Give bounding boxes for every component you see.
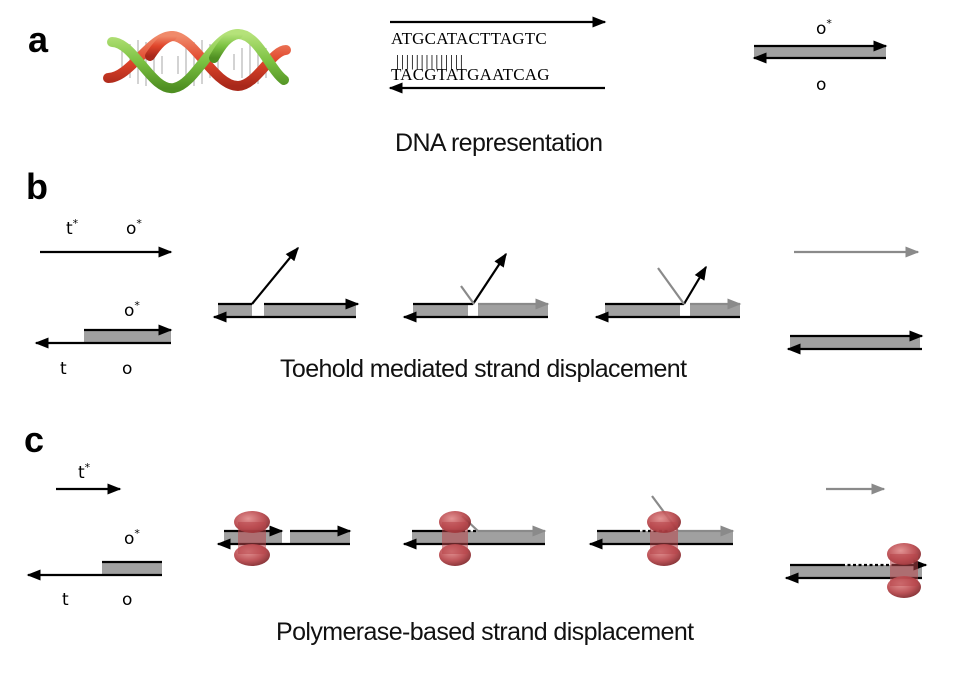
panel-a-letter: a [28, 19, 49, 60]
caption-polymerase-based: Polymerase-based strand displacement [276, 618, 694, 646]
toehold-binding-step [212, 246, 360, 323]
branch-migration-step-2 [594, 265, 742, 323]
branch-migration-step-1 [402, 252, 550, 323]
polymerase-icon [887, 543, 921, 598]
label-t-star: t* [78, 461, 91, 483]
label-o-star-2: o* [124, 299, 140, 321]
polymerase-extension-step-2 [588, 495, 735, 566]
substrate-duplex [34, 324, 173, 349]
dna-helix-icon [103, 28, 291, 94]
caption-toehold-mediated: Toehold mediated strand displacement [280, 355, 687, 383]
label-o-bottom: o [122, 590, 132, 610]
label-o-star: o* [124, 527, 140, 549]
sequence-bottom: TACGTATGAATCAG [391, 65, 550, 84]
template-duplex [26, 560, 162, 581]
polymerase-icon [439, 511, 471, 566]
polymerase-icon [647, 511, 681, 566]
label-o-star: o* [126, 217, 142, 239]
label-o: o [816, 75, 826, 95]
panel-b-letter: b [26, 166, 48, 207]
extended-duplex [784, 543, 928, 598]
product-duplex [786, 330, 924, 355]
label-t-star: t* [66, 217, 79, 239]
label-o-bottom: o [122, 359, 132, 379]
panel-c-letter: c [24, 419, 44, 460]
caption-dna-representation: DNA representation [395, 129, 602, 157]
sequence-top: ATGCATACTTAGTC [391, 29, 547, 48]
label-t: t [60, 359, 67, 379]
label-o-star: o* [816, 17, 832, 39]
duplex-schematic [752, 40, 888, 64]
label-t: t [62, 590, 69, 610]
polymerase-extension-step-1 [402, 511, 547, 566]
base-pair-bars: |||||||||||||| [396, 53, 465, 70]
polymerase-icon [234, 511, 270, 566]
polymerase-binding-step [216, 511, 352, 566]
